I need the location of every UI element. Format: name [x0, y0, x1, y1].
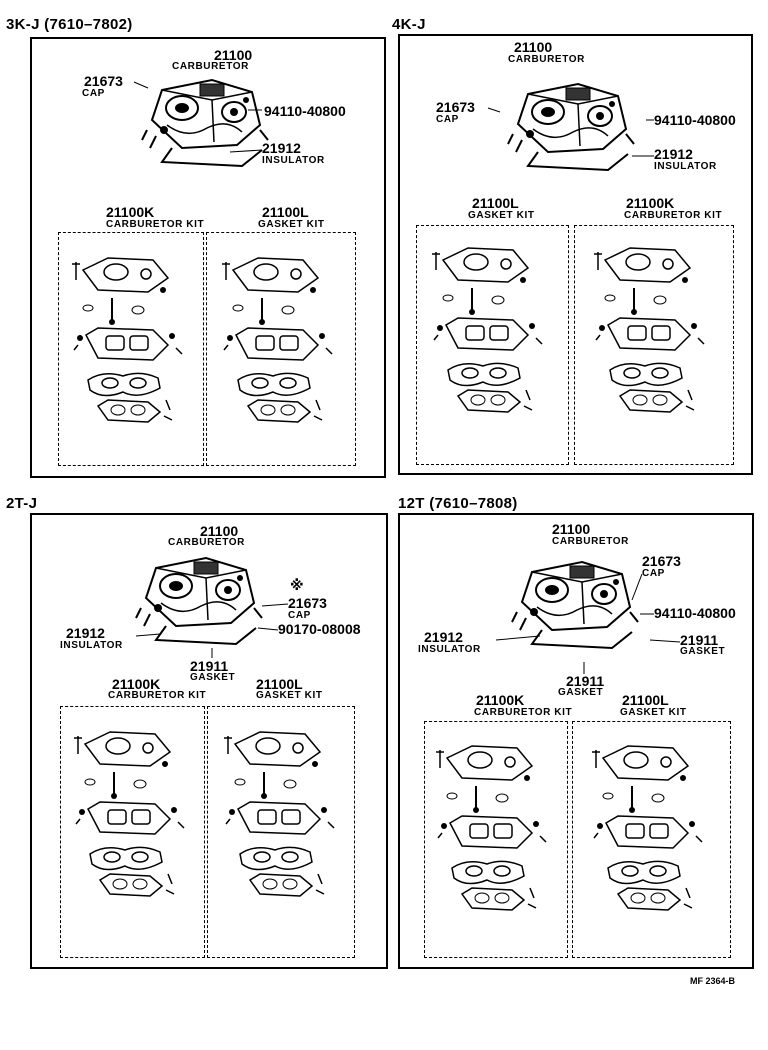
part-number-21912: 21912 — [66, 625, 105, 641]
part-name-gasket: GASKET — [190, 672, 236, 683]
part-number-21100: 21100 — [514, 39, 553, 55]
kit-box-carburetor-kit-3kj — [58, 232, 204, 466]
kit-exploded-view-12t-k — [435, 745, 547, 911]
kit-name-gasket-kit: GASKET KIT — [256, 690, 323, 701]
part-number-21912: 21912 — [654, 146, 693, 162]
part-number-94110-40800: 94110-40800 — [654, 605, 736, 621]
part-name-gasket: GASKET — [680, 646, 726, 657]
kit-name-carburetor-kit: CARBURETOR KIT — [106, 219, 205, 230]
part-number-21911: 21911 — [566, 673, 605, 689]
kit-box-gasket-kit-2tj — [207, 706, 355, 958]
part-number-21673: 21673 — [84, 73, 123, 89]
part-name-insulator: INSULATOR — [418, 644, 481, 655]
kit-box-carburetor-kit-2tj — [60, 706, 205, 958]
section-title-4kj: 4K-J — [392, 16, 426, 33]
section-title-3kj: 3K-J (7610–7802) — [6, 16, 133, 33]
section-frame-12t — [398, 513, 754, 969]
part-name-gasket: GASKET — [558, 687, 604, 698]
part-number-21912: 21912 — [262, 140, 301, 156]
kit-box-gasket-kit-4kj — [416, 225, 569, 465]
part-name-insulator: INSULATOR — [60, 640, 123, 651]
part-name-cap: CAP — [288, 610, 311, 621]
kit-number-21100k: 21100K — [112, 676, 161, 692]
section-frame-4kj — [398, 34, 753, 475]
kit-number-21100l: 21100L — [622, 692, 669, 708]
kit-exploded-view-12t-l — [591, 745, 703, 911]
kit-box-gasket-kit-3kj — [206, 232, 356, 466]
kit-name-gasket-kit: GASKET KIT — [258, 219, 325, 230]
section-title-12t: 12T (7610–7808) — [398, 495, 518, 512]
part-number-21100: 21100 — [552, 521, 591, 537]
kit-number-21100l: 21100L — [472, 195, 519, 211]
kit-box-gasket-kit-12t — [572, 721, 731, 958]
kit-box-carburetor-kit-12t — [424, 721, 568, 958]
part-name-carburetor: CARBURETOR — [172, 61, 249, 72]
section-title-2tj: 2T-J — [6, 495, 38, 512]
part-number-90170-08008: 90170-08008 — [278, 621, 361, 637]
part-name-carburetor: CARBURETOR — [168, 537, 245, 548]
part-name-carburetor: CARBURETOR — [552, 536, 629, 547]
part-name-cap: CAP — [642, 568, 665, 579]
part-number-21911: 21911 — [680, 632, 719, 648]
part-number-21673: 21673 — [436, 99, 475, 115]
kit-name-gasket-kit: GASKET KIT — [620, 707, 687, 718]
diagram-code: MF 2364-B — [690, 976, 736, 986]
kit-name-gasket-kit: GASKET KIT — [468, 210, 535, 221]
part-number-21911: 21911 — [190, 658, 229, 674]
part-number-21100: 21100 — [214, 47, 253, 63]
kit-name-carburetor-kit: CARBURETOR KIT — [474, 707, 573, 718]
kit-name-carburetor-kit: CARBURETOR KIT — [108, 690, 207, 701]
kit-number-21100k: 21100K — [626, 195, 675, 211]
kit-number-21100l: 21100L — [262, 204, 309, 220]
kit-number-21100l: 21100L — [256, 676, 303, 692]
part-number-21673: 21673 — [642, 553, 681, 569]
part-name-cap: CAP — [436, 114, 459, 125]
section-frame-2tj — [30, 513, 388, 969]
section-frame-3kj — [30, 37, 386, 478]
part-number-94110-40800: 94110-40800 — [264, 103, 346, 119]
part-name-carburetor: CARBURETOR — [508, 54, 585, 65]
part-name-insulator: INSULATOR — [262, 155, 325, 166]
part-name-insulator: INSULATOR — [654, 161, 717, 172]
kit-number-21100k: 21100K — [476, 692, 525, 708]
reference-mark: ※ — [290, 577, 304, 593]
part-number-21912: 21912 — [424, 629, 463, 645]
kit-name-carburetor-kit: CARBURETOR KIT — [624, 210, 723, 221]
part-number-21100: 21100 — [200, 523, 239, 539]
part-number-94110-40800: 94110-40800 — [654, 112, 736, 128]
part-name-cap: CAP — [82, 88, 105, 99]
part-number-21673: 21673 — [288, 595, 327, 611]
kit-number-21100k: 21100K — [106, 204, 155, 220]
kit-box-carburetor-kit-4kj — [574, 225, 734, 465]
